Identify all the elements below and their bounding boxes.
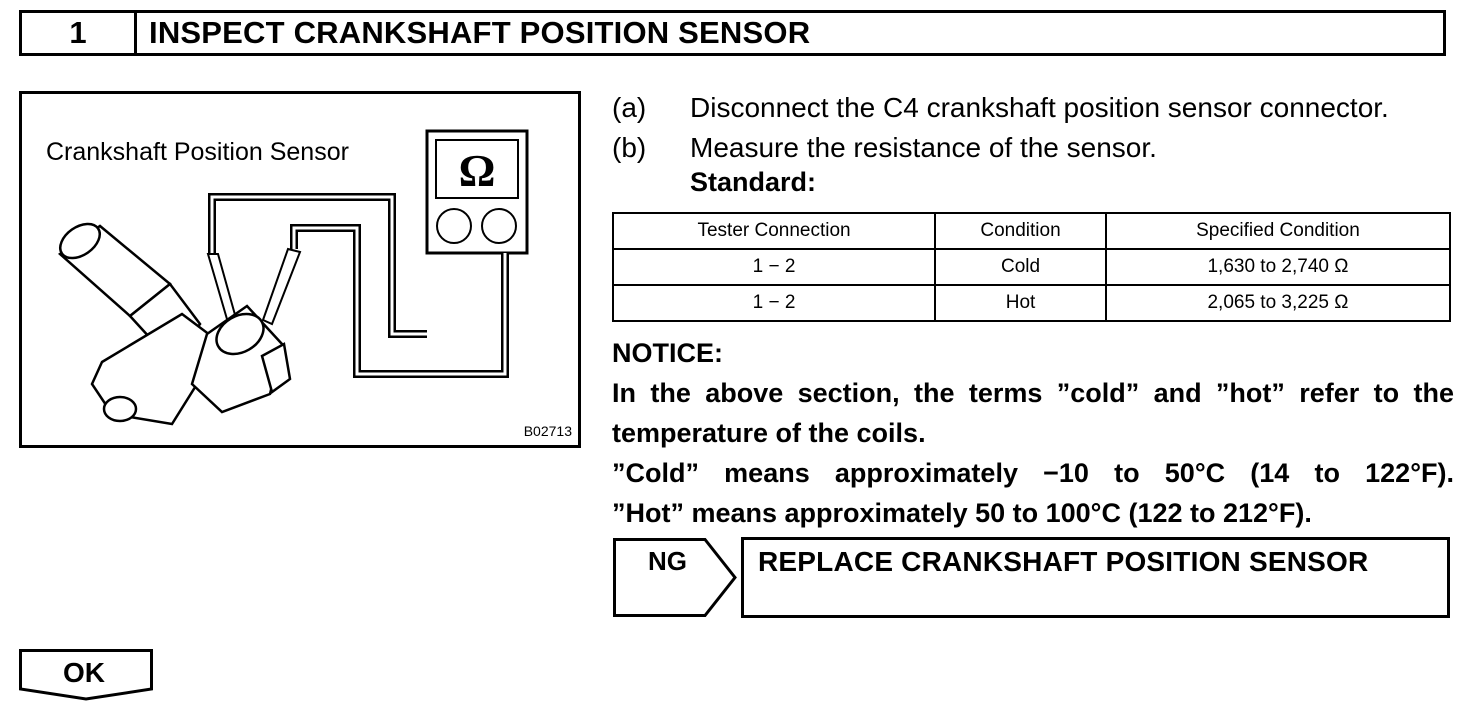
- table-cell: 1,630 to 2,740 Ω: [1104, 248, 1452, 286]
- table-header-row: Tester Connection Condition Specified Co…: [611, 212, 1452, 250]
- ohmmeter-display: [435, 139, 519, 199]
- table-cell: 2,065 to 3,225 Ω: [1104, 284, 1452, 322]
- step-text: Disconnect the C4 crankshaft position se…: [690, 92, 1389, 123]
- sensor-diagram: Ω: [57, 129, 529, 426]
- column-header: Specified Condition: [1104, 212, 1452, 250]
- notice-line: ”Cold” means approximately −10 to 50°C (…: [612, 458, 1454, 488]
- sensor-illustration: Ω Crankshaft Position Sensor B02713: [19, 91, 581, 448]
- notice-line: In the above section, the terms ”cold” a…: [612, 378, 1454, 408]
- step-label: (a): [612, 92, 647, 123]
- step-header: 1 INSPECT CRANKSHAFT POSITION SENSOR: [19, 10, 1446, 56]
- standard-label: Standard:: [690, 167, 817, 197]
- ng-label: NG: [648, 546, 687, 576]
- ok-label: OK: [63, 657, 105, 688]
- meter-jack-left: [436, 208, 472, 244]
- step-b: (b) Measure the resistance of the sensor…: [612, 128, 1389, 168]
- notice-block: NOTICE: In the above section, the terms …: [612, 333, 1454, 533]
- notice-heading: NOTICE:: [612, 338, 723, 368]
- column-header: Tester Connection: [611, 212, 937, 250]
- table-row: 1 − 2 Cold 1,630 to 2,740 Ω: [611, 248, 1452, 286]
- step-text: Measure the resistance of the sensor.: [690, 132, 1157, 163]
- notice-line: temperature of the coils.: [612, 418, 926, 448]
- crankshaft-sensor-body: [57, 222, 292, 426]
- table-row: 1 − 2 Hot 2,065 to 3,225 Ω: [611, 284, 1452, 322]
- figure-caption: Crankshaft Position Sensor: [46, 138, 349, 166]
- ohm-symbol-icon: Ω: [459, 145, 496, 196]
- specification-table: Tester Connection Condition Specified Co…: [611, 212, 1452, 322]
- table-cell: 1 − 2: [611, 284, 937, 322]
- step-a: (a) Disconnect the C4 crankshaft positio…: [612, 88, 1389, 128]
- table-cell: Hot: [934, 284, 1107, 322]
- step-title: INSPECT CRANKSHAFT POSITION SENSOR: [149, 15, 811, 50]
- figure-id: B02713: [523, 423, 572, 439]
- meter-jack-right: [481, 208, 517, 244]
- notice-line: ”Hot” means approximately 50 to 100°C (1…: [612, 498, 1312, 528]
- ng-arrow-icon: [613, 538, 737, 617]
- table-cell: Cold: [934, 248, 1107, 286]
- procedure-steps: (a) Disconnect the C4 crankshaft positio…: [612, 88, 1389, 168]
- ok-branch[interactable]: OK: [19, 649, 155, 701]
- ok-arrow-icon: [19, 649, 153, 701]
- step-number: 1: [22, 13, 137, 53]
- ng-action-text: REPLACE CRANKSHAFT POSITION SENSOR: [758, 546, 1369, 577]
- ng-action-box: REPLACE CRANKSHAFT POSITION SENSOR: [741, 537, 1450, 618]
- table-cell: 1 − 2: [611, 248, 937, 286]
- column-header: Condition: [934, 212, 1107, 250]
- ng-branch[interactable]: NG: [613, 538, 738, 617]
- step-label: (b): [612, 132, 647, 163]
- probe-2: [261, 247, 302, 326]
